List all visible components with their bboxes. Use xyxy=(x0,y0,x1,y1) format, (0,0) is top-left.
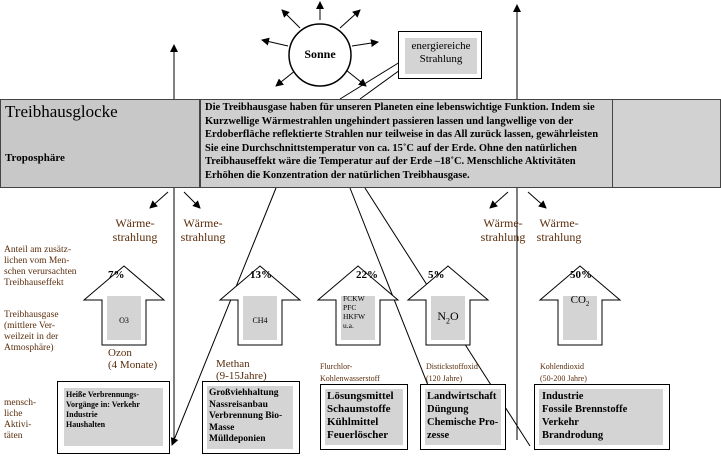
sun-circle xyxy=(288,23,352,87)
formula-ch4: CH4 xyxy=(252,316,268,325)
energy-line-1-text: energiereiche xyxy=(411,40,471,52)
energy-line-1 xyxy=(339,61,401,100)
percent-ch4: 13% xyxy=(250,269,272,281)
heat-arrow-1 xyxy=(149,191,169,209)
gas-name-ch4: Methan(9-15Jahre) xyxy=(216,358,267,382)
gas-name-o3: Ozon(4 Monate) xyxy=(108,347,158,371)
label-share: Anteil am zusätz-lichen vom Men- schen v… xyxy=(4,245,77,288)
band-subtitle: Troposphäre xyxy=(5,152,65,164)
formula-n2o: N2O xyxy=(437,309,459,326)
sun-rays xyxy=(261,1,379,87)
percent-co2: 50% xyxy=(570,269,592,281)
activity-box-o3: Heiße Verbrennungs-Vorgänge in: Verkehr … xyxy=(57,381,170,454)
heat-arrow-3 xyxy=(489,191,509,209)
sun-ray-left xyxy=(261,37,289,47)
band-text: Die Treibhausgase haben für unseren Plan… xyxy=(200,99,613,188)
block-inner-o3 xyxy=(107,296,141,340)
band-title: Treibhausglocke xyxy=(5,102,118,121)
gas-name-n2o: Distickstoffoxid(120 Jahre) xyxy=(426,362,478,383)
percent-fckw: 22% xyxy=(356,269,378,281)
sun-ray-downright xyxy=(345,69,367,87)
sun-ray-upright xyxy=(339,9,361,29)
gas-name-co2: Kohlendioxid(50-200 Jahre) xyxy=(540,362,587,383)
formula-o3: O3 xyxy=(119,316,129,325)
heat-arrow-2 xyxy=(183,191,201,209)
block-inner-fckw xyxy=(341,296,375,340)
percent-o3: 7% xyxy=(108,269,125,281)
sun-label: Sonne xyxy=(304,47,336,61)
heat-arrow-4 xyxy=(527,191,547,209)
energy-line-2-text: Strahlung xyxy=(419,53,463,65)
sun-ray-right xyxy=(351,39,379,48)
gas-name-fckw: Flurchlor-Kohlenwasserstoff xyxy=(320,362,380,383)
gas-block-inner xyxy=(107,296,597,340)
band-left-panel: Treibhausglocke Troposphäre xyxy=(0,99,200,188)
energy-line-2 xyxy=(359,69,401,100)
heat-label-4: Wärme-strahlung xyxy=(536,216,582,244)
percent-n2o: 5% xyxy=(428,269,445,281)
sun-ray-upleft xyxy=(281,9,301,29)
label-activities: mensch-liche Aktivi-täten xyxy=(4,398,37,441)
sun-ray-downleft xyxy=(275,69,297,87)
block-inner-co2 xyxy=(563,296,597,340)
heat-label-2: Wärme-strahlung xyxy=(180,216,226,244)
heat-label-1: Wärme-strahlung xyxy=(112,216,158,244)
block-inner-ch4 xyxy=(243,296,277,340)
block-inner-n2o xyxy=(431,296,465,340)
energy-box: energiereiche Strahlung xyxy=(398,31,482,79)
formula-co2: CO2 xyxy=(570,294,590,309)
label-gases: Treibhausgase(mittlere Ver- weilzeit in … xyxy=(4,310,59,353)
heat-label-3: Wärme-strahlung xyxy=(480,216,526,244)
incoming-ray-left xyxy=(170,187,277,446)
